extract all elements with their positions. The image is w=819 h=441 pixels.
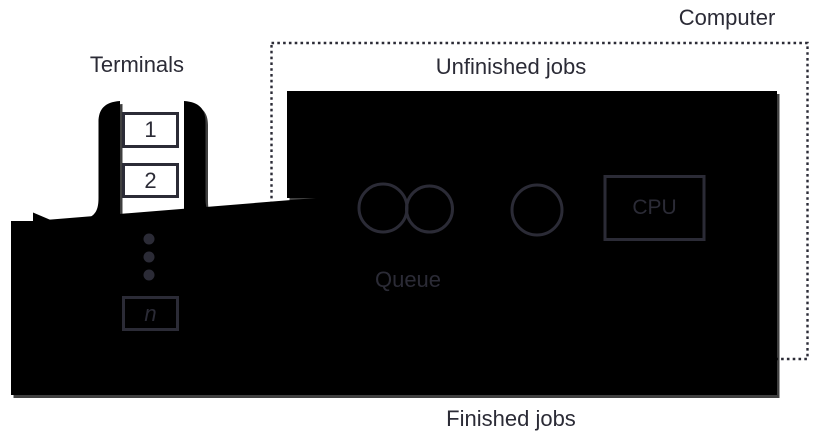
ellipsis-dot xyxy=(143,233,155,245)
terminal-n-label: n xyxy=(144,300,157,326)
ellipsis-dot xyxy=(143,269,155,281)
queue-label: Queue xyxy=(374,267,442,292)
terminal-box-2 xyxy=(122,163,179,198)
terminal-1-label: 1 xyxy=(144,116,157,142)
computer-label: Computer xyxy=(678,5,776,30)
finished-jobs-label: Finished jobs xyxy=(446,406,576,431)
cpu-label: CPU xyxy=(632,195,677,219)
ellipsis-dot xyxy=(143,251,155,263)
unfinished-jobs-label: Unfinished jobs xyxy=(435,54,587,79)
terminal-box-1 xyxy=(122,112,179,148)
terminals-label: Terminals xyxy=(89,52,185,77)
in-service-job-circle xyxy=(510,183,564,237)
terminal-2-label: 2 xyxy=(144,167,157,193)
cpu-box xyxy=(603,175,706,241)
terminal-box-n xyxy=(122,296,179,331)
vertical-ellipsis-dots xyxy=(143,233,155,281)
queue-job-circle-2 xyxy=(405,184,454,234)
